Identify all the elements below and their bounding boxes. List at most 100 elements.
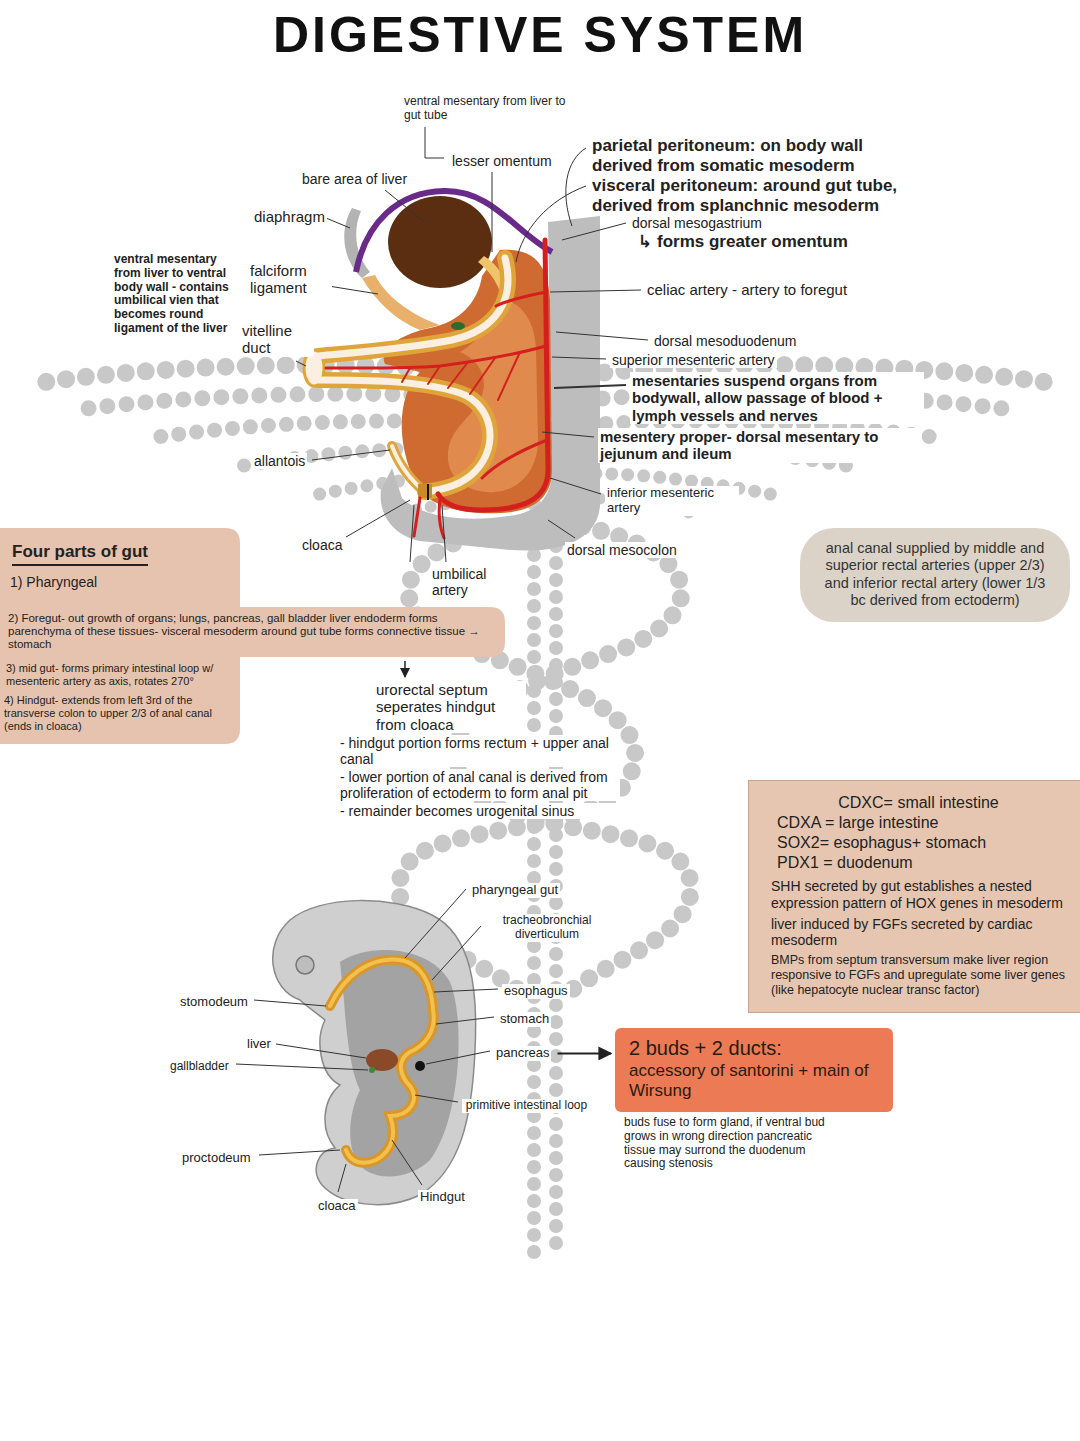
label-text: - remainder becomes urogenital sinus (340, 803, 620, 819)
label-holder: ventral mesentary from liver to gut tube (402, 95, 576, 123)
label-text: pancreas (494, 1046, 551, 1061)
box-text: SOX2= esophagus+ stomach (777, 833, 1066, 853)
label-holder: stomach (498, 1009, 551, 1027)
label-text: lesser omentum (450, 153, 554, 169)
label-text: liver (245, 1037, 273, 1052)
leader-line (346, 500, 410, 537)
eye (296, 956, 314, 974)
leader-line (405, 889, 466, 958)
label-text: ↳ forms greater omentum (636, 232, 850, 252)
label-text: celiac artery - artery to foregut (645, 281, 849, 298)
label-holder: dorsal mesoduodenum (652, 332, 798, 350)
label-holder: dorsal mesocolon (565, 541, 679, 559)
title-holder: DIGESTIVE SYSTEM (0, 6, 1080, 64)
label-text: tracheobronchial diverticulum (485, 914, 609, 942)
label-holder: bare area of liver (300, 170, 409, 188)
label-text: proctodeum (180, 1151, 253, 1166)
label-holder: falciform ligament (248, 262, 332, 297)
leader-line (385, 190, 424, 222)
label-text: superior mesenteric artery (610, 352, 777, 368)
label-text: ventral mesentary from liver to ventral … (112, 253, 244, 336)
diaphragm (356, 191, 552, 272)
label-text: falciform ligament (248, 262, 332, 297)
label-holder: celiac artery - artery to foregut (645, 281, 849, 299)
celiac-artery (496, 292, 546, 306)
label-text: gallbladder (168, 1060, 231, 1074)
leader-line (312, 450, 390, 460)
label-holder: cloaca (300, 536, 344, 554)
box-text: PDX1 = duodenum (777, 853, 1066, 873)
label-text: cloaca (300, 537, 344, 553)
label-text: inferior mesenteric artery (605, 486, 739, 516)
label-holder: dorsal mesogastrium (630, 214, 764, 232)
leader-line (276, 1044, 366, 1058)
note-group: urorectal septum seperates hindgut from … (340, 681, 620, 819)
label-holder: vitelline duct (240, 322, 314, 357)
label-text: - hindgut portion forms rectum + upper a… (340, 735, 620, 767)
leader-line (415, 1095, 458, 1102)
superior-mesenteric-artery (326, 346, 546, 368)
leader-line (326, 218, 350, 228)
label-holder: gallbladder (168, 1056, 231, 1074)
aorta (438, 240, 548, 510)
pancreas-ducts-box: 2 buds + 2 ducts:accessory of santorini … (615, 1028, 893, 1112)
box-text: 2) Foregut- out growth of organs; lungs,… (8, 612, 496, 652)
gut-wall (318, 380, 490, 492)
box-text: 3) mid gut- forms primary intestinal loo… (6, 662, 232, 688)
label-text: ventral mesentary from liver to gut tube (402, 95, 576, 123)
label-text: stomach (498, 1012, 551, 1027)
label-holder: primitive intestinal loop (462, 1095, 591, 1113)
label-text: visceral peritoneum: around gut tube, de… (590, 176, 944, 215)
leader-line (434, 989, 498, 992)
label-text: urorectal septum seperates hindgut from … (376, 681, 526, 733)
label-text: pharyngeal gut (470, 883, 560, 898)
label-text: stomodeum (178, 995, 250, 1010)
label-holder: proctodeum (180, 1148, 253, 1166)
pancreas-bud (415, 1061, 425, 1071)
box-text: SHH secreted by gut establishes a nested… (771, 878, 1066, 912)
leader-line (550, 290, 641, 292)
leader-line (338, 1164, 346, 1192)
gut-lumen (318, 258, 508, 356)
label-holder: mesentery proper- dorsal mesentary to je… (598, 428, 922, 463)
label-text: esophagus (502, 984, 570, 999)
label-holder: ventral mesentary from liver to ventral … (112, 253, 244, 336)
leader-lines (236, 127, 648, 1192)
label-text: mesentaries suspend organs from bodywall… (630, 372, 924, 424)
label-holder: inferior mesenteric artery (605, 486, 739, 516)
label-holder: buds fuse to form gland, if ventral bud … (622, 1116, 846, 1171)
label-holder: superior mesenteric artery (610, 351, 777, 369)
gut-tube-core (330, 959, 434, 1162)
box-text: BMPs from septum transversum make liver … (771, 953, 1066, 998)
anal-canal-note: anal canal supplied by middle and superi… (800, 528, 1070, 622)
box-text: 4) Hindgut- extends from left 3rd of the… (4, 694, 230, 734)
leader-line (259, 1150, 340, 1155)
label-text: diaphragm (252, 208, 327, 225)
leader-line (392, 1140, 422, 1185)
leader-line (436, 1017, 494, 1024)
label-holder: lesser omentum (450, 152, 554, 170)
page-title: DIGESTIVE SYSTEM (273, 6, 807, 64)
box-heading: Four parts of gut (12, 542, 148, 566)
label-text: - lower portion of anal canal is derived… (340, 769, 620, 801)
leader-line (552, 357, 606, 359)
label-text: dorsal mesocolon (565, 542, 679, 558)
leader-line (554, 385, 626, 388)
label-holder: diaphragm (252, 208, 327, 226)
leader-line (516, 186, 586, 262)
pointer-arrow (557, 1052, 611, 1054)
gallbladder-bud (369, 1067, 375, 1073)
label-holder: parietal peritoneum: on body wall derive… (590, 136, 929, 175)
label-holder: ↳ forms greater omentum (636, 232, 850, 252)
artery-branch (402, 352, 520, 400)
gut-lumen (318, 380, 490, 492)
leader-line (426, 1051, 490, 1064)
gene-expression-panel: CDXC= small intestineCDXA = large intest… (748, 780, 1080, 1013)
leader-line (410, 505, 446, 562)
label-holder: stomodeum (178, 992, 250, 1010)
leader-line (432, 926, 481, 980)
label-text: allantois (252, 453, 307, 469)
down-arrow (404, 661, 406, 677)
leader-line (296, 361, 306, 366)
